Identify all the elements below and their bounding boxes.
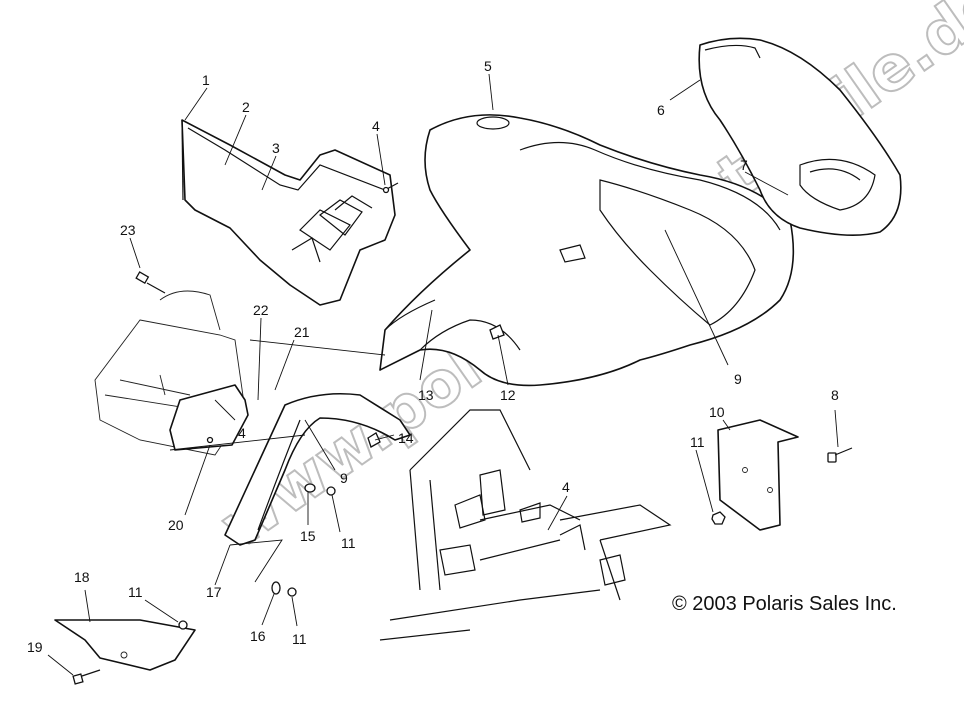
callout-11: 11 xyxy=(690,434,705,450)
callout-4: 4 xyxy=(372,118,380,134)
callout-21: 21 xyxy=(294,324,310,340)
callout-12: 12 xyxy=(500,387,516,403)
frame-part xyxy=(379,409,672,641)
front-fender-body-part xyxy=(379,114,795,387)
leader-lines xyxy=(47,73,839,676)
callout-11d: 11 xyxy=(292,631,307,647)
callout-19: 19 xyxy=(27,639,43,655)
callout-4b: 4 xyxy=(238,425,246,441)
callout-14: 14 xyxy=(398,430,414,446)
hardware xyxy=(72,182,853,685)
callout-2: 2 xyxy=(242,99,250,115)
callout-13: 13 xyxy=(418,387,434,403)
callout-1: 1 xyxy=(202,72,210,88)
copyright-text: © 2003 Polaris Sales Inc. xyxy=(672,593,897,615)
callout-7: 7 xyxy=(740,157,748,173)
callout-20: 20 xyxy=(168,517,184,533)
callout-4c: 4 xyxy=(562,479,570,495)
callout-22: 22 xyxy=(253,302,269,318)
callout-3: 3 xyxy=(272,140,280,156)
callout-11b: 11 xyxy=(341,535,356,551)
small-bracket-part xyxy=(54,619,196,671)
callout-18: 18 xyxy=(74,569,90,585)
callout-17: 17 xyxy=(206,584,222,600)
callout-labels: 1 2 3 4 5 6 7 23 22 21 13 12 9 8 10 11 4… xyxy=(27,58,839,655)
rear-fender-part xyxy=(698,37,902,236)
callout-11c: 11 xyxy=(128,584,143,600)
fender-flare-part xyxy=(224,392,411,546)
callout-15: 15 xyxy=(300,528,316,544)
callout-5: 5 xyxy=(484,58,492,74)
bracket-part xyxy=(717,419,799,531)
mud-guard-part xyxy=(169,384,249,451)
callout-8: 8 xyxy=(831,387,839,403)
callout-23: 23 xyxy=(120,222,136,238)
callout-9: 9 xyxy=(734,371,742,387)
callout-16: 16 xyxy=(250,628,266,644)
callout-10: 10 xyxy=(709,404,725,420)
side-panel-part xyxy=(181,119,396,306)
callout-6: 6 xyxy=(657,102,665,118)
callout-9b: 9 xyxy=(340,470,348,486)
